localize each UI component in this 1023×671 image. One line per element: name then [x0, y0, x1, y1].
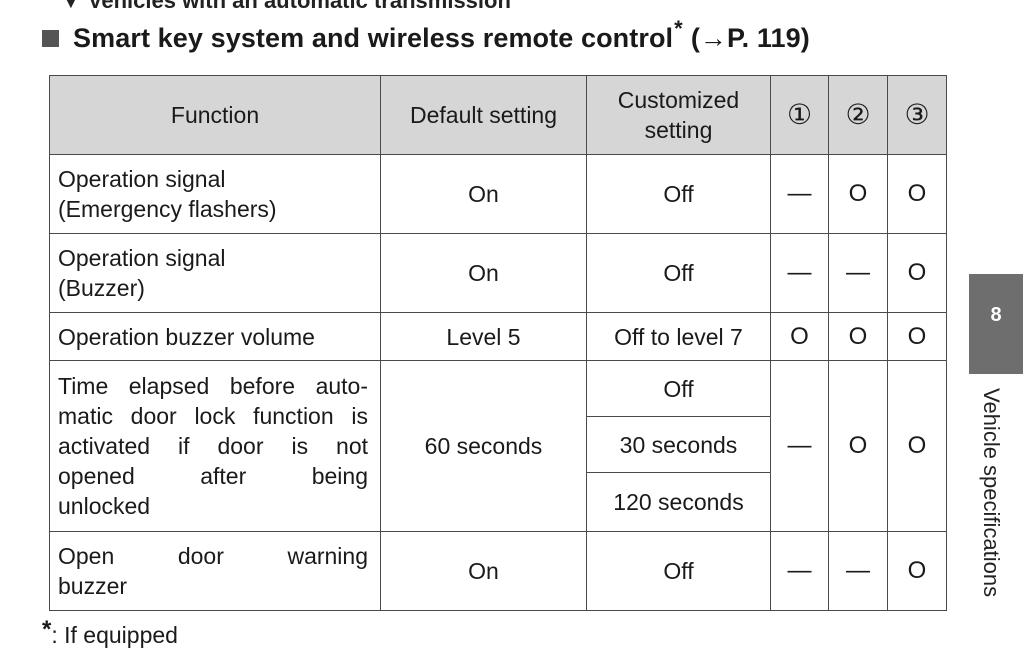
- mark-cell-2: O: [828, 360, 888, 532]
- header-col-2: ②: [828, 75, 888, 155]
- default-cell: On: [380, 154, 587, 234]
- function-line: Time elapsed before auto-: [58, 373, 368, 399]
- function-line: buzzer: [58, 573, 128, 599]
- header-function: Function: [49, 75, 381, 155]
- mark-cell-3: O: [887, 312, 947, 361]
- custom-option-cell: 30 seconds: [586, 416, 771, 473]
- section-title: Smart key system and wireless remote con…: [73, 22, 674, 53]
- function-line: unlocked: [58, 493, 151, 519]
- chapter-number: 8: [990, 304, 1002, 326]
- header-default-setting: Default setting: [380, 75, 587, 155]
- mark-cell-3: O: [887, 360, 947, 532]
- table-row: Operation buzzer volume Level 5 Off to l…: [49, 312, 947, 361]
- header-col-3: ③: [887, 75, 947, 155]
- custom-cell: Off to level 7: [586, 312, 771, 361]
- function-line: matic door lock function is: [58, 403, 368, 429]
- mark-cell-2: —: [828, 233, 888, 313]
- section-heading: Smart key system and wireless remote con…: [42, 16, 810, 58]
- table-row: 120 seconds: [50, 472, 947, 532]
- function-cell: Operation buzzer volume: [49, 312, 381, 361]
- function-cell: Open door warning buzzer: [49, 531, 381, 611]
- default-cell: On: [380, 233, 587, 313]
- previous-section-fragment: ▼ Vehicles with an automatic transmissio…: [60, 0, 511, 13]
- table-row: Operation signal (Emergency flashers) On…: [49, 154, 947, 234]
- header-customized-setting: Customized setting: [586, 75, 771, 155]
- page-reference-link[interactable]: (→P. 119): [690, 22, 810, 53]
- table-row: 30 seconds: [50, 416, 947, 473]
- function-line: Open door warning: [58, 543, 368, 569]
- customization-table: Function Default setting Customized sett…: [49, 75, 947, 611]
- function-cell: Operation signal (Buzzer): [49, 233, 381, 313]
- custom-cell: Off: [586, 154, 771, 234]
- function-text: Operation signal (Emergency flashers): [58, 166, 277, 222]
- mark-cell-3: O: [887, 154, 947, 234]
- header-customized-label: Customized setting: [617, 87, 740, 143]
- table-row: Operation signal (Buzzer) On Off — — O: [49, 233, 947, 313]
- mark-cell-2: O: [828, 154, 888, 234]
- default-cell: 60 seconds: [380, 360, 587, 532]
- default-cell: On: [380, 531, 587, 611]
- custom-option-cell: 120 seconds: [586, 472, 771, 532]
- default-cell: Level 5: [380, 312, 587, 361]
- function-line: opened after being: [58, 463, 368, 489]
- chapter-label: Vehicle specifications: [979, 388, 1004, 598]
- mark-cell-1: —: [770, 360, 829, 532]
- mark-cell-1: —: [770, 154, 829, 234]
- custom-cell: Off: [586, 233, 771, 313]
- chapter-tab[interactable]: 8: [969, 274, 1023, 374]
- footnote-asterisk: *: [42, 616, 52, 643]
- mark-cell-1: O: [770, 312, 829, 361]
- header-col-1: ①: [770, 75, 829, 155]
- footnote: *: If equipped: [42, 616, 178, 650]
- mark-cell-2: O: [828, 312, 888, 361]
- square-bullet-icon: [42, 29, 59, 47]
- function-text: Operation signal (Buzzer): [58, 245, 226, 301]
- function-line: activated if door is not: [58, 433, 368, 459]
- table-header-row: Function Default setting Customized sett…: [49, 75, 947, 155]
- custom-option-cell: Off: [586, 360, 771, 417]
- mark-cell-2: —: [828, 531, 888, 611]
- function-cell: Operation signal (Emergency flashers): [49, 154, 381, 234]
- mark-cell-1: —: [770, 233, 829, 313]
- table-row: Open door warning buzzer On Off — — O: [49, 531, 947, 611]
- mark-cell-3: O: [887, 233, 947, 313]
- mark-cell-1: —: [770, 531, 829, 611]
- custom-cell: Off: [586, 531, 771, 611]
- table-row: Time elapsed before auto- matic door loc…: [49, 360, 947, 532]
- footnote-text: : If equipped: [51, 622, 178, 648]
- section-asterisk: *: [674, 16, 683, 41]
- function-cell: Time elapsed before auto- matic door loc…: [49, 360, 381, 532]
- mark-cell-3: O: [887, 531, 947, 611]
